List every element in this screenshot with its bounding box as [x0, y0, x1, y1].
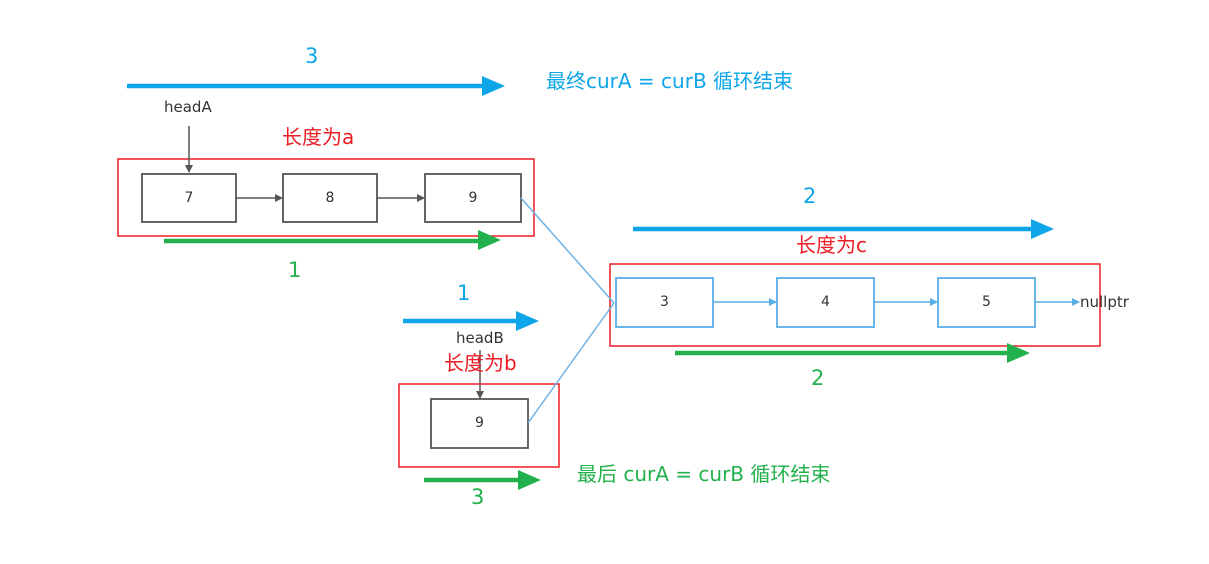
list-b-node-value: 9 — [475, 415, 484, 431]
shared-node-value: 3 — [660, 294, 669, 310]
path-a-step3-label: 3 — [305, 44, 319, 68]
blue-arrow-a3-head — [482, 76, 505, 96]
shared-node-value: 4 — [821, 294, 830, 310]
nullptr-label: nullptr — [1080, 293, 1129, 311]
length-c-label: 长度为c — [796, 233, 867, 257]
blue-arrow-c2-head — [1031, 219, 1054, 239]
path-b-step3-label: 3 — [471, 485, 485, 509]
green-arrow-c2-head — [1007, 343, 1030, 363]
merge-link-a — [520, 197, 615, 304]
list-a-node-value: 7 — [184, 190, 194, 206]
shared-node — [937, 277, 1036, 328]
headA-label: headA — [164, 98, 212, 116]
length-a-label: 长度为a — [282, 125, 355, 149]
path-b-step2-label: 2 — [811, 366, 825, 390]
region-b-box — [398, 383, 560, 468]
path-a-end-label: 最终curA = curB 循环结束 — [546, 69, 794, 93]
merge-link-b — [527, 302, 615, 424]
region-c-box — [609, 263, 1101, 347]
path-a-step1-label: 1 — [288, 258, 302, 282]
list-a-node-value: 8 — [325, 190, 335, 206]
list-a-node-value: 9 — [468, 190, 478, 206]
green-arrow-b3-head — [518, 470, 541, 490]
blue-arrow-b1-head — [516, 311, 539, 331]
shared-node-value: 5 — [982, 294, 991, 310]
path-b-end-label: 最后 curA = curB 循环结束 — [577, 462, 831, 486]
headB-label: headB — [456, 329, 504, 347]
path-a-step2-label: 2 — [803, 184, 817, 208]
path-b-step1-label: 1 — [457, 281, 471, 305]
shared-node — [776, 277, 875, 328]
region-a-box — [117, 158, 535, 237]
list-a-node — [282, 173, 378, 223]
green-arrow-a1-head — [478, 230, 501, 250]
length-b-label: 长度为b — [444, 351, 517, 375]
list-b-node — [430, 398, 529, 449]
